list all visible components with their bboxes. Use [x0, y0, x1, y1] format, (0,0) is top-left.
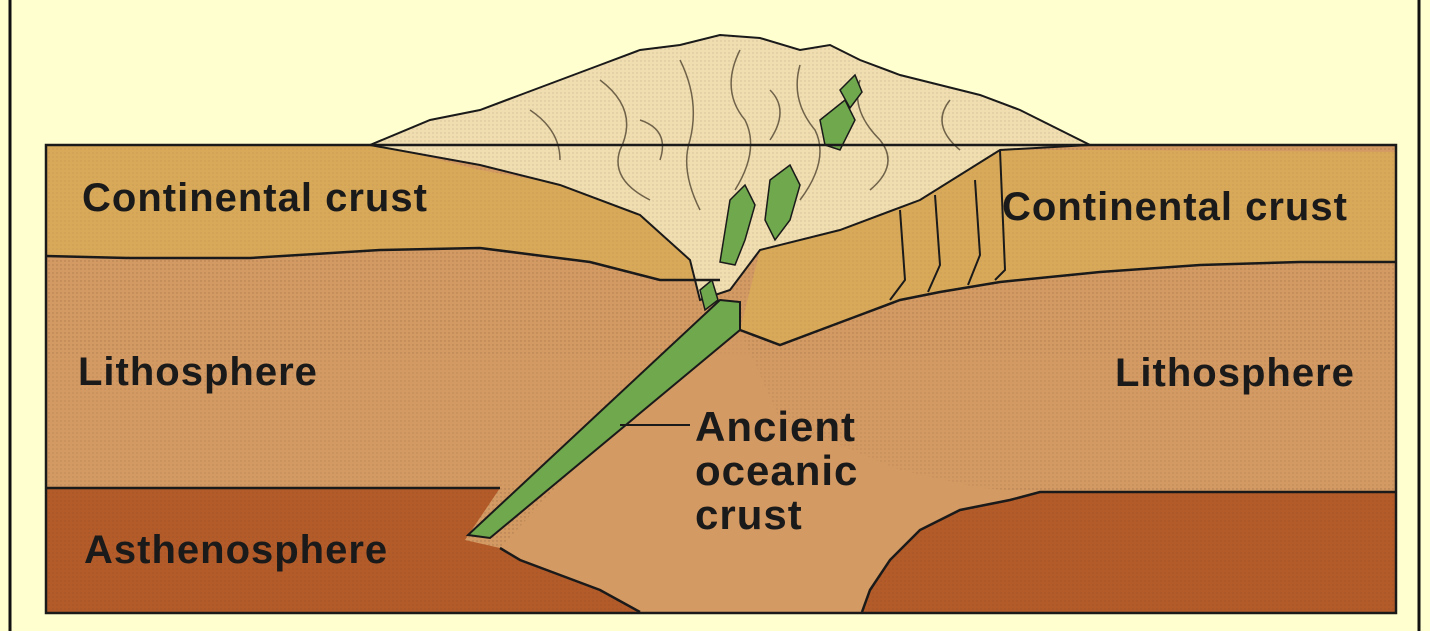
label-continental-crust-right: Continental crust: [1002, 187, 1348, 227]
label-ancient-oceanic-crust: Ancient oceanic crust: [695, 405, 895, 537]
label-line-2: oceanic: [695, 449, 895, 493]
label-lithosphere-left: Lithosphere: [78, 352, 318, 392]
label-continental-crust-left: Continental crust: [82, 178, 428, 218]
label-asthenosphere: Asthenosphere: [84, 530, 388, 570]
label-line-3: crust: [695, 493, 895, 537]
label-line-1: Ancient: [695, 405, 895, 449]
label-lithosphere-right: Lithosphere: [1115, 353, 1355, 393]
